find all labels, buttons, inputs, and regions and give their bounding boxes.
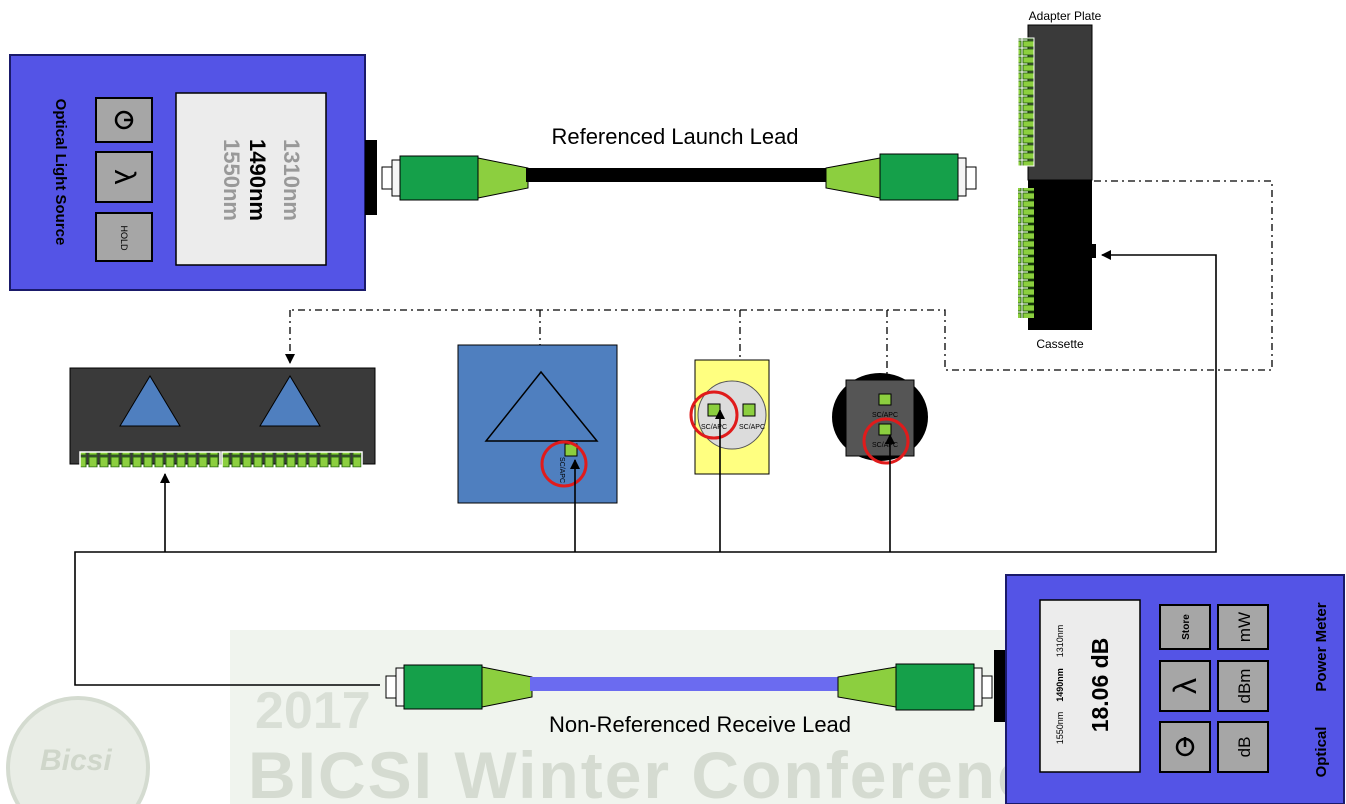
rack-panel <box>69 367 376 469</box>
receive-ferrule-right <box>981 675 993 699</box>
receive-ferrule-left <box>385 675 397 699</box>
light-source-display <box>175 92 327 266</box>
launch-collar-right <box>957 157 967 197</box>
adapter-plate-label: Adapter Plate <box>1029 9 1102 23</box>
power-icon <box>114 110 134 130</box>
outlet-port-label: SC/APC <box>558 457 565 483</box>
routing-path-main <box>290 180 1273 371</box>
rack-panel-body <box>69 367 376 465</box>
receive-cable <box>530 677 838 691</box>
light-source-title: Optical Light Source <box>52 99 69 246</box>
receive-collar-right <box>973 667 983 707</box>
source-wavelength-1550: 1550nm <box>219 139 244 221</box>
watermark-panel <box>230 630 1010 804</box>
bicsi-watermark-logo: Bicsi <box>6 696 150 804</box>
cassette-ports <box>1018 188 1034 318</box>
store-button-label: Store <box>1181 614 1192 640</box>
mw-button-label: mW <box>1235 612 1254 642</box>
launch-connector-right <box>879 153 959 201</box>
rack-splitter-left <box>119 375 181 427</box>
dbm-button[interactable] <box>1217 660 1269 712</box>
adapter-plate-ports <box>1017 37 1035 167</box>
rack-splitter-right <box>259 375 321 427</box>
meter-power-icon <box>1175 737 1195 757</box>
db-button-label: dB <box>1235 737 1254 758</box>
optical-light-source: Optical Light Source λ HOLD 1310nm 1490n… <box>9 54 377 291</box>
faceplate-insert <box>697 380 767 450</box>
outlet-highlight-ring <box>540 440 588 488</box>
floor-box-highlight-ring <box>862 417 910 465</box>
rack-ports-left <box>79 451 221 469</box>
cassette-label: Cassette <box>1036 337 1084 351</box>
floor-box: SC/APC SC/APC <box>832 373 928 465</box>
faceplate-port-right-label: SC/APC <box>739 424 765 431</box>
receive-connector-left <box>403 664 483 710</box>
svg-text:Bicsi: Bicsi <box>40 744 112 777</box>
power-meter-title-meter: Power Meter <box>1313 602 1330 691</box>
meter-wavelength-button[interactable] <box>1159 660 1211 712</box>
faceplate-port-left-label: SC/APC <box>701 424 727 431</box>
adapter-plate <box>1027 24 1093 181</box>
meter-wavelength-1310: 1310nm <box>1055 625 1065 658</box>
lambda-icon: λ <box>108 170 141 185</box>
faceplate-highlight-ring <box>689 390 739 440</box>
patch-panel: Adapter Plate Cassette <box>1017 9 1102 351</box>
floor-box-plate <box>845 379 915 457</box>
non-referenced-receive-lead: Non-Referenced Receive Lead <box>385 663 993 737</box>
mw-button[interactable] <box>1217 604 1269 650</box>
power-meter-title-optical: Optical <box>1313 727 1330 778</box>
store-button[interactable] <box>1159 604 1211 650</box>
db-button[interactable] <box>1217 721 1269 773</box>
optional-routing-lines <box>285 180 1273 397</box>
meter-lambda-icon: λ <box>1167 678 1203 694</box>
receive-connector-right <box>895 663 975 711</box>
watermark-year: 2017 <box>255 682 371 740</box>
wall-faceplate: SC/APC SC/APC <box>689 359 770 475</box>
wavelength-button[interactable] <box>95 151 153 203</box>
hold-button[interactable] <box>95 212 153 262</box>
receive-collar-left <box>395 667 405 707</box>
rack-ports-right <box>221 451 363 469</box>
source-wavelength-1490: 1490nm <box>245 139 270 221</box>
floor-box-port-top <box>878 393 892 406</box>
optical-power-meter: 1310nm 1490nm 1550nm 18.06 dB Store λ mW… <box>994 574 1345 804</box>
faceplate-port-left <box>707 403 721 417</box>
floor-box-port-bottom <box>878 423 892 436</box>
launch-collar-left <box>391 159 401 197</box>
test-path-main <box>74 250 1217 686</box>
source-wavelength-1310: 1310nm <box>279 139 304 221</box>
launch-connector-left <box>399 155 479 201</box>
meter-wavelength-1550: 1550nm <box>1055 712 1065 745</box>
power-meter-display <box>1039 599 1141 773</box>
launch-cable <box>526 168 826 182</box>
dbm-button-label: dBm <box>1235 669 1254 704</box>
launch-ferrule-right <box>965 166 977 190</box>
floor-box-port-top-label: SC/APC <box>872 412 898 419</box>
power-meter-port <box>994 650 1006 722</box>
launch-ferrule-left <box>381 166 393 190</box>
faceplate-port-right <box>742 403 756 417</box>
launch-boot-right <box>825 157 881 199</box>
hold-button-label: HOLD <box>119 225 129 251</box>
receive-boot-right <box>837 666 897 708</box>
launch-lead-label: Referenced Launch Lead <box>551 124 798 149</box>
meter-wavelength-1490: 1490nm <box>1055 668 1065 702</box>
launch-boot-left <box>477 157 529 199</box>
receive-boot-left <box>481 666 533 708</box>
receive-lead-label: Non-Referenced Receive Lead <box>549 712 851 737</box>
splitter-outlet: SC/APC <box>457 344 618 504</box>
outlet-splitter-triangle <box>484 370 599 442</box>
watermark-conference: BICSI Winter Conference & <box>248 738 1145 804</box>
floor-box-port-bottom-label: SC/APC <box>872 442 898 449</box>
cassette-input-port <box>1090 244 1096 258</box>
light-source-port <box>365 140 377 215</box>
referenced-launch-lead: Referenced Launch Lead <box>381 124 977 201</box>
test-path-lines <box>74 250 1217 686</box>
meter-reading: 18.06 dB <box>1087 638 1113 733</box>
cassette <box>1028 180 1092 330</box>
